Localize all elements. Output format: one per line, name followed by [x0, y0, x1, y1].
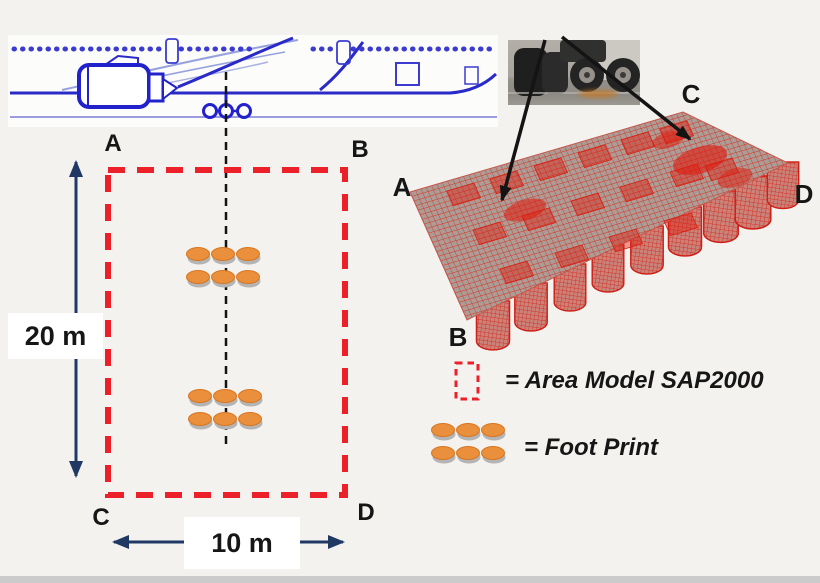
wing-fairing-icon: [177, 36, 294, 89]
mesh-corner-a-label: A: [392, 172, 412, 202]
photo-highlight: [578, 90, 618, 98]
wheel-icon: [570, 58, 604, 92]
callout-arrow-right: [560, 35, 692, 141]
door-icon: [165, 38, 479, 86]
landing-gear-icon: [202, 93, 252, 119]
plan-corner-a-label: A: [104, 130, 122, 157]
footprint-cluster-front: [186, 247, 261, 288]
mesh-corner-d-label: D: [794, 179, 814, 209]
legend-swatches: [431, 361, 506, 464]
aircraft-side-view-drawing: [8, 35, 498, 127]
height-dimension-label: 20 m: [8, 313, 103, 359]
engine-icon: [77, 54, 179, 109]
width-dimension-label: 10 m: [184, 517, 300, 569]
legend-foot-print-label: = Foot Print: [524, 434, 658, 461]
legend-area-model-swatch: [454, 361, 480, 401]
plan-corner-d-label: D: [357, 499, 375, 526]
legend-footprint-swatch: [431, 423, 506, 464]
callout-arrows: [499, 35, 692, 202]
mesh-corner-c-label: C: [681, 79, 701, 109]
mesh-corner-b-label: B: [448, 322, 468, 352]
legend-area-model-label: = Area Model SAP2000: [505, 367, 764, 394]
mesh-dense-red-zones: [503, 131, 753, 222]
plan-corner-c-label: C: [92, 504, 110, 531]
area-model-rectangle: [105, 167, 348, 498]
callout-arrow-left: [499, 39, 547, 202]
bottom-border-strip: [0, 576, 820, 583]
tarmac-line: [508, 92, 640, 94]
fuselage-line: [10, 72, 498, 95]
plan-corner-b-label: B: [351, 136, 369, 163]
sap2000-fem-mesh-model: [409, 111, 800, 351]
